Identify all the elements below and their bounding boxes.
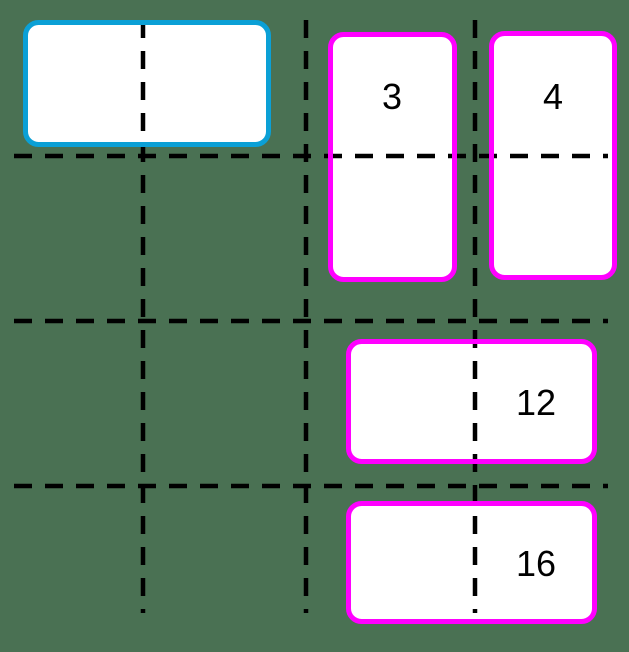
magenta-rectangle-16-fill xyxy=(348,503,595,622)
dashed-grid xyxy=(14,20,608,613)
magenta-rectangle-16[interactable] xyxy=(346,501,597,624)
rect-3-label: 3 xyxy=(382,76,402,117)
magenta-rectangle-3[interactable] xyxy=(328,32,457,282)
rectangle-labels: 3 4 12 16 xyxy=(382,76,563,584)
rect-16-label: 16 xyxy=(516,543,556,584)
blue-rectangle-fill xyxy=(25,22,269,145)
magenta-rectangle-4[interactable] xyxy=(489,31,617,280)
magenta-rectangle-12-fill xyxy=(348,341,595,462)
blue-rectangle[interactable] xyxy=(23,20,271,147)
rect-12-label: 12 xyxy=(516,382,556,423)
magenta-rectangle-12[interactable] xyxy=(346,339,597,464)
rectangle-fills xyxy=(25,22,615,622)
rectangle-borders xyxy=(23,20,617,624)
rect-4-label: 4 xyxy=(543,76,563,117)
